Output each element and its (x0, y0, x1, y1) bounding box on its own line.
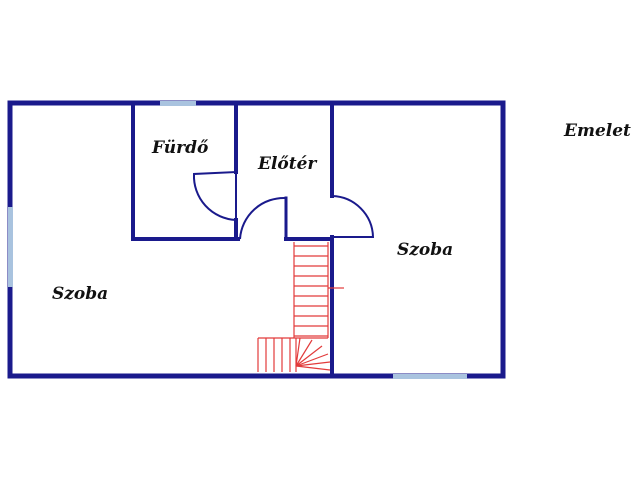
stair-winder (295, 339, 313, 367)
door-hall (239, 196, 287, 240)
stair-winder (295, 337, 301, 367)
stair-winder (295, 353, 329, 367)
floor-label: Emelet (563, 121, 631, 141)
windows (8, 101, 467, 379)
window-top (160, 101, 196, 106)
room-label-right: Szoba (397, 240, 453, 260)
window-left (8, 207, 13, 287)
walls (7, 100, 506, 379)
stair-winder (295, 361, 331, 367)
room-label-left: Szoba (52, 284, 108, 304)
room-label-hall: Előtér (257, 154, 317, 174)
stair-winder (295, 365, 331, 371)
door-bathroom (192, 170, 237, 221)
room-label-bathroom: Fürdő (151, 138, 209, 158)
stair-winder (295, 345, 323, 367)
door-right-room (331, 195, 375, 238)
stairs (257, 242, 344, 372)
doors (192, 170, 375, 240)
window-bottom (393, 374, 467, 379)
